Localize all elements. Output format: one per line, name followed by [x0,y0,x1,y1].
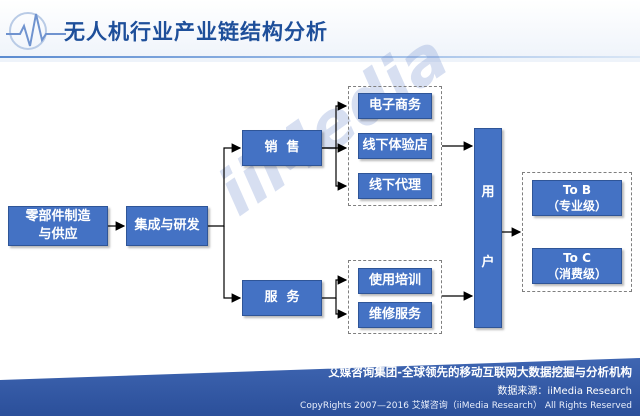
header-strip [0,0,640,62]
user-type-group [522,172,632,292]
to-c-node: To C （消费级） [532,248,622,284]
repair-service-node: 维修服务 [358,302,432,328]
integration-rd-node: 集成与研发 [126,206,208,246]
header-divider [0,56,640,58]
sales-node: 销 售 [242,130,322,166]
to-b-node: To B （专业级） [532,180,622,216]
user-node: 用 户 [474,128,502,328]
footer-source: 数据来源：iiMedia Research [497,386,632,397]
parts-supply-node: 零部件制造 与供应 [8,206,108,246]
page-title: 无人机行业产业链结构分析 [64,20,328,44]
offline-store-node: 线下体验店 [358,133,432,159]
sales-channel-group [348,86,442,206]
training-node: 使用培训 [358,268,432,294]
footer-slogan: 艾媒咨询集团-全球领先的移动互联网大数据挖掘与分析机构 [328,365,632,379]
ecommerce-node: 电子商务 [358,93,432,119]
heartbeat-logo-icon [6,12,66,50]
footer-copyright: CopyRights 2007—2016 艾媒咨询（iiMedia Resear… [300,401,632,411]
service-group [348,260,442,334]
offline-agent-node: 线下代理 [358,173,432,199]
service-node: 服 务 [242,280,322,316]
